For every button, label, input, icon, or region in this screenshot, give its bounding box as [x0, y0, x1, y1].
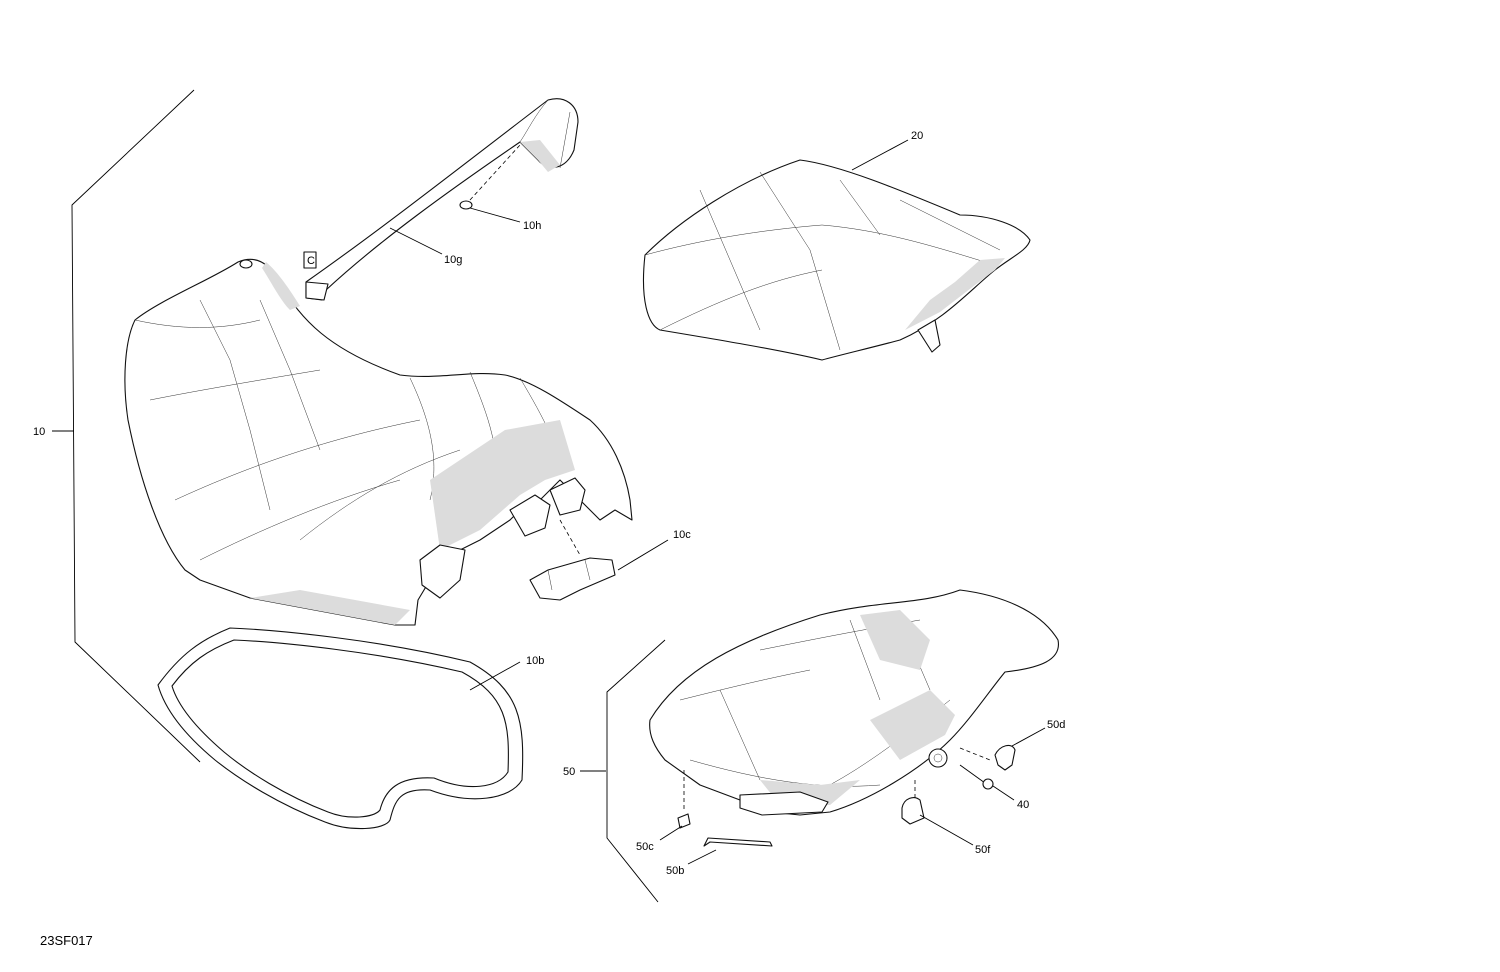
callout-10: 10 [33, 426, 45, 438]
strap-part-10g[interactable]: C [303, 98, 579, 301]
bumper-part-50f[interactable] [901, 780, 925, 825]
callout-40: 40 [1017, 799, 1029, 811]
callout-50: 50 [563, 766, 575, 778]
storage-tray-part-50[interactable]: PUSH [580, 589, 1059, 903]
callout-20: 20 [911, 130, 923, 142]
nut-part-50c[interactable] [677, 770, 691, 829]
callout-10h: 10h [523, 220, 541, 232]
seat-cover-part-20[interactable] [642, 139, 1031, 361]
rod-part-50b[interactable] [703, 837, 773, 847]
group-bracket-10 [52, 89, 201, 763]
callout-labels: 10 10g 10h 10c 10b 20 50 50d 40 50c 50b … [33, 130, 1065, 877]
latch-part-10c[interactable] [529, 519, 616, 601]
callout-50c: 50c [636, 841, 654, 853]
callout-50d: 50d [1047, 719, 1065, 731]
leader-lines [389, 207, 1046, 865]
tray-emboss-text: PUSH [748, 799, 783, 811]
seal-part-10b[interactable] [157, 627, 524, 830]
drawing-code: 23SF017 [40, 933, 93, 948]
callout-50b: 50b [666, 865, 684, 877]
knob-part-50d[interactable] [959, 744, 1016, 771]
screw-part-40[interactable] [959, 764, 994, 790]
clip-part-10h[interactable] [459, 144, 521, 210]
strap-clip-mark: C [307, 255, 315, 267]
seat-part-10[interactable] [124, 258, 633, 626]
callout-50f: 50f [975, 844, 991, 856]
callout-10g: 10g [444, 254, 462, 266]
callout-10b: 10b [526, 655, 544, 667]
callout-10c: 10c [673, 529, 691, 541]
